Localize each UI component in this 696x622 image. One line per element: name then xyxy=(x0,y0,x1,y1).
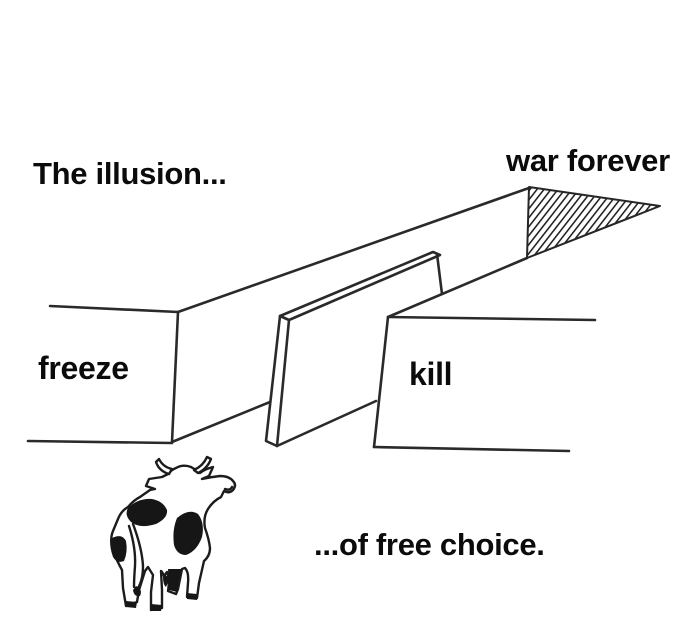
caption-kill: kill xyxy=(409,356,453,392)
caption-freeze: freeze xyxy=(38,350,129,386)
kill-door-floor-line xyxy=(275,399,378,448)
middle-divider-wall xyxy=(264,250,444,448)
cow-tail xyxy=(127,522,145,590)
left-wall xyxy=(26,304,180,445)
corridor-inner-edge xyxy=(386,256,529,319)
cow-muzzle-line xyxy=(223,485,234,491)
cow-left-horn xyxy=(154,457,174,476)
cow-spots xyxy=(110,498,203,611)
cow-illustration xyxy=(110,455,237,612)
caption-war-forever: war forever xyxy=(506,143,670,178)
cow-right-horn xyxy=(192,455,213,475)
caption-of-free-choice: ...of free choice. xyxy=(314,527,545,562)
right-wall xyxy=(372,315,597,453)
caption-the-illusion: The illusion... xyxy=(33,156,227,191)
dark-passage-opening xyxy=(526,186,661,259)
freeze-door-floor-line xyxy=(170,400,272,444)
corridor-top-edge xyxy=(176,186,531,314)
